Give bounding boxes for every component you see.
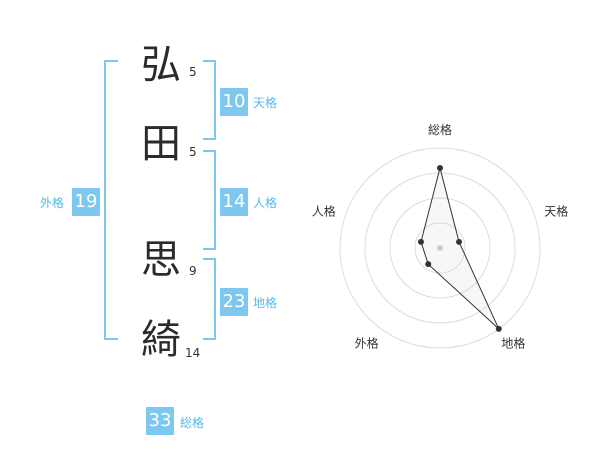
chikaku-label: 地格 [253, 296, 278, 310]
radar-axis-label: 天格 [544, 204, 568, 219]
tenkaku-value: 10 [220, 88, 248, 116]
radar-points [417, 165, 502, 332]
radar-axis-label: 外格 [355, 335, 379, 350]
stroke-count-2: 5 [189, 145, 197, 159]
name-char-2: 田 [141, 121, 181, 167]
stroke-count-3: 9 [189, 264, 197, 278]
radar-ring [414, 222, 466, 274]
gaikaku-label: 外格 [40, 196, 65, 210]
radar-rings [339, 147, 541, 349]
radar-point [495, 325, 502, 332]
radar-axis-label: 総格 [428, 122, 452, 137]
radar-ring [339, 147, 541, 349]
radar-axis-label: 地格 [501, 335, 525, 350]
radar-point [417, 238, 424, 245]
radar-point [425, 261, 432, 268]
gaikaku-value: 19 [72, 188, 100, 216]
stroke-count-1: 5 [189, 65, 197, 79]
radar-axis-label: 人格 [312, 204, 336, 219]
radar-polygon [420, 167, 500, 330]
radar-point [437, 165, 443, 171]
stroke-count-4: 14 [185, 346, 201, 360]
radar-point [456, 238, 463, 245]
name-char-4: 綺 [141, 317, 181, 363]
jinkaku-value: 14 [220, 188, 248, 216]
tenkaku-label: 天格 [253, 96, 278, 110]
jinkaku-label: 人格 [253, 196, 278, 210]
name-char-3: 思 [141, 237, 181, 283]
soukaku-label: 総格 [180, 416, 205, 430]
tenkaku-bracket [203, 60, 216, 140]
jinkaku-bracket [203, 150, 216, 250]
chikaku-bracket [203, 258, 216, 340]
radar-center [437, 245, 443, 251]
name-char-1: 弘 [141, 42, 181, 88]
gaikaku-bracket [104, 60, 118, 340]
chikaku-value: 23 [220, 288, 248, 316]
radar-ring [389, 197, 491, 299]
soukaku-value: 33 [146, 407, 174, 435]
radar-ring [364, 172, 516, 324]
